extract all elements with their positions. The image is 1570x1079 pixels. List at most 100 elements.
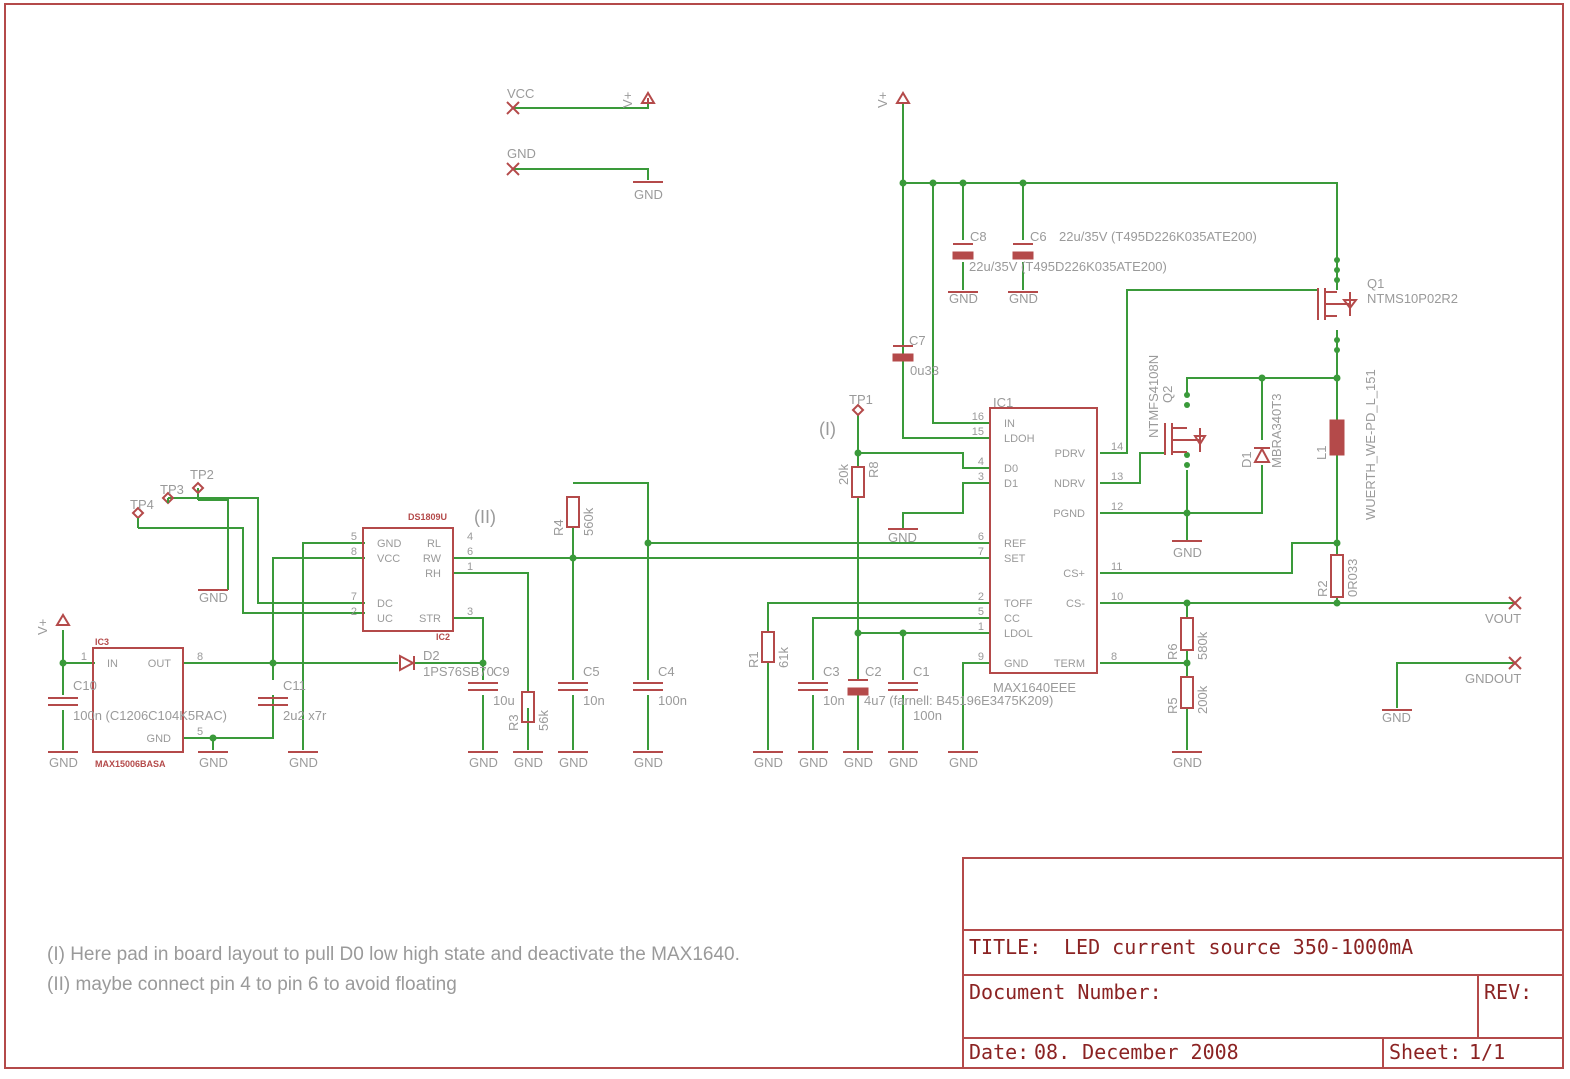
ic-pin-number: 7 [978, 546, 984, 558]
note-marker-1: (I) [819, 419, 836, 439]
title-block: TITLE: LED current source 350-1000mA Doc… [969, 935, 1532, 1064]
tp3-label: TP3 [160, 482, 184, 497]
labels: VCC GND GND V+ V+ V+ C8 22u/35V (T495D22… [35, 86, 1521, 770]
ic-pin-name: RW [423, 553, 442, 565]
c4-value: 100n [658, 693, 687, 708]
gnd-label: GND [49, 755, 78, 770]
c2-value: 4u7 (farnell: B45196E3475K209) [864, 693, 1053, 708]
r5-symbol [1180, 676, 1194, 709]
ic-pin-number: 2 [978, 591, 984, 603]
c1-value: 100n [913, 708, 942, 723]
ic-pin-number: 5 [978, 606, 984, 618]
gnd-label: GND [634, 755, 663, 770]
d2-symbol [399, 654, 416, 672]
ic1-body [989, 407, 1098, 674]
r8-value: 20k [836, 464, 851, 485]
ic-pin-number: 6 [978, 531, 984, 543]
ic-pin-number: 3 [978, 471, 984, 483]
c10-symbol [48, 697, 78, 706]
gnd-x-marker [506, 162, 520, 176]
c6-symbol [1012, 251, 1034, 260]
c1-symbol [888, 682, 918, 691]
ic-pin-name: TOFF [1004, 598, 1033, 610]
c7-label: C7 [909, 333, 926, 348]
ic-pin-number: 4 [467, 531, 473, 543]
ic-pin-name: UC [377, 613, 393, 625]
ic-pin-name: IN [107, 658, 118, 670]
q2-label: Q2 [1160, 386, 1175, 403]
sheet-frame [4, 3, 1564, 1069]
ic-pin-number: 9 [978, 651, 984, 663]
ic-pin-name: PDRV [1055, 448, 1086, 460]
gndout-x-marker [1508, 656, 1522, 670]
ic-pin-name: LDOH [1004, 433, 1035, 445]
c4-label: C4 [658, 664, 675, 679]
ic-pin-name: RH [425, 568, 441, 580]
title-value: LED current source 350-1000mA [1064, 935, 1413, 959]
r4-symbol [566, 496, 580, 528]
d2-value: 1PS76SB70 [423, 664, 494, 679]
ic-pin-number: 1 [81, 651, 87, 663]
c5-value: 10n [583, 693, 605, 708]
r2-value: 0R033 [1345, 559, 1360, 597]
d1-symbol [1253, 446, 1271, 463]
tp2-label: TP2 [190, 467, 214, 482]
vplus-symbol [640, 91, 656, 104]
ic-pin-name: GND [147, 733, 172, 745]
note-marker-2: (II) [474, 507, 496, 527]
q2-symbol [1164, 423, 1207, 455]
ic3-label: IC3 [95, 637, 109, 647]
q1-symbol [1317, 288, 1358, 320]
r1-symbol [761, 631, 775, 663]
gnd-label: GND [1382, 710, 1411, 725]
gnd-label: GND [754, 755, 783, 770]
ic-pins: 16IN15LDOH4D03D16REF7SET2TOFF5CC1LDOL9GN… [81, 411, 1123, 745]
gnd-label: GND [514, 755, 543, 770]
ic1-value: MAX1640EEE [993, 680, 1076, 695]
c4-symbol [633, 682, 663, 691]
r5-value: 200k [1195, 685, 1210, 714]
ic-pin-name: CC [1004, 613, 1020, 625]
r6-symbol [1180, 617, 1194, 651]
ic3-body [92, 647, 184, 753]
ic-pin-number: 3 [467, 606, 473, 618]
r2-label: R2 [1315, 580, 1330, 597]
r6-value: 580k [1195, 631, 1210, 660]
vplus-symbol [895, 91, 911, 104]
gnd-label: GND [289, 755, 318, 770]
tp3-symbol [161, 491, 175, 505]
date-label: Date: [969, 1040, 1029, 1064]
tp1-label: TP1 [849, 392, 873, 407]
ic2-body [362, 527, 454, 632]
ic-pin-name: IN [1004, 418, 1015, 430]
c10-value: 100n (C1206C104K5RAC) [73, 708, 227, 723]
c9-value: 10u [493, 693, 515, 708]
q1-label: Q1 [1367, 276, 1384, 291]
ic-pin-name: GND [1004, 658, 1029, 670]
c6-label: C6 [1030, 229, 1047, 244]
r3-symbol [521, 691, 535, 723]
ic-pin-number: 1 [978, 621, 984, 633]
l1-symbol [1329, 419, 1345, 456]
ic-pin-name: CS+ [1063, 568, 1085, 580]
tp4-label: TP4 [130, 497, 154, 512]
ic-pin-number: 12 [1111, 501, 1123, 513]
ic-pin-name: TERM [1054, 658, 1085, 670]
symbols [48, 91, 1564, 1069]
tp4-symbol [131, 506, 145, 520]
gnd-label: GND [559, 755, 588, 770]
ic-pin-number: 4 [978, 456, 984, 468]
q1-value: NTMS10P02R2 [1367, 291, 1458, 306]
document-number-label: Document Number: [969, 980, 1162, 1004]
gnd-label: GND [199, 755, 228, 770]
gnd-label: GND [889, 755, 918, 770]
gnd-label: GND [888, 530, 917, 545]
c10-label: C10 [73, 678, 97, 693]
junctions [59, 179, 1341, 742]
c3-value: 10n [823, 693, 845, 708]
r1-value: 61k [776, 647, 791, 668]
gnd-symbols [48, 181, 1412, 753]
ic-pin-number: 1 [467, 561, 473, 573]
